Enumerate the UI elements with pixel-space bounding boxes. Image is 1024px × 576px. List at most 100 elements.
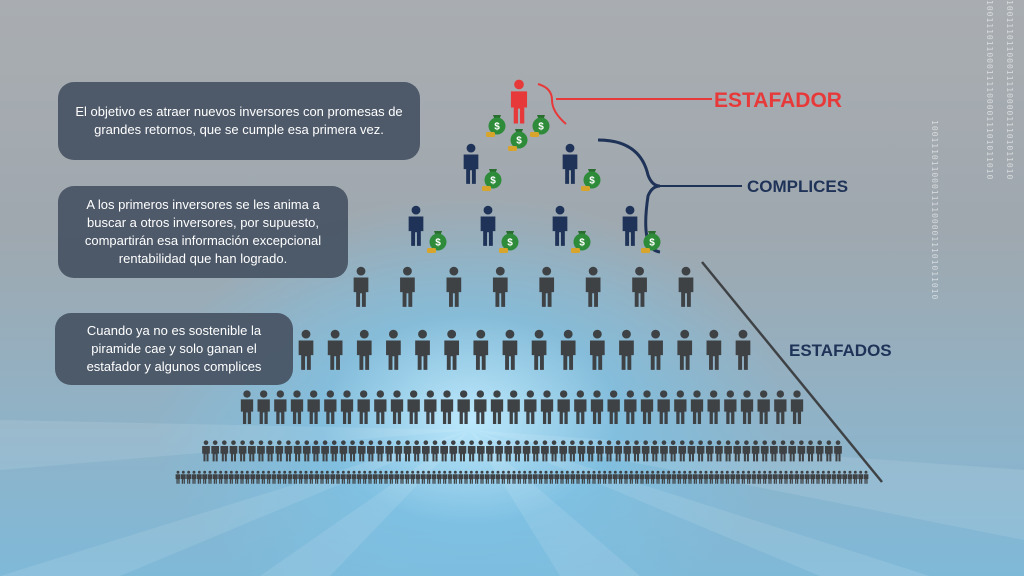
person-icon xyxy=(385,440,394,462)
person-icon xyxy=(548,470,554,484)
person-icon xyxy=(257,390,270,424)
person-icon xyxy=(290,390,304,424)
person-icon xyxy=(257,440,265,462)
person-icon xyxy=(585,266,601,307)
person-icon xyxy=(468,470,474,484)
person-icon xyxy=(554,470,560,484)
person-icon xyxy=(778,470,784,484)
person-icon xyxy=(580,470,586,484)
person-icon xyxy=(260,470,266,484)
person-icon xyxy=(378,470,384,484)
person-icon xyxy=(287,470,293,484)
scammer-label: ESTAFADOR xyxy=(714,89,842,112)
person-icon xyxy=(302,440,311,462)
person-icon xyxy=(648,329,663,370)
person-icon xyxy=(513,440,522,462)
person-icon xyxy=(560,329,576,370)
person-icon xyxy=(557,390,570,424)
person-icon xyxy=(559,440,568,462)
person-icon xyxy=(574,390,587,424)
person-icon xyxy=(559,470,565,484)
person-icon xyxy=(678,440,687,462)
person-icon xyxy=(234,470,240,484)
person-icon xyxy=(436,470,442,484)
person-icon xyxy=(677,329,693,370)
person-icon xyxy=(740,470,746,484)
person-icon xyxy=(660,440,668,462)
person-icon xyxy=(351,470,357,484)
scammer-bracket xyxy=(537,83,567,125)
person-icon xyxy=(657,390,670,424)
person-icon xyxy=(452,470,458,484)
person-icon xyxy=(255,470,261,484)
person-icon xyxy=(223,470,229,484)
person-icon xyxy=(586,470,592,484)
person-icon xyxy=(353,266,369,307)
money-bag-icon: $ xyxy=(530,115,550,137)
person-icon xyxy=(707,390,720,424)
person-icon xyxy=(327,329,343,370)
person-icon xyxy=(790,390,804,424)
person-icon xyxy=(293,440,302,462)
binary-column: 1001110110001111000011101011010 xyxy=(1005,0,1014,181)
person-icon xyxy=(692,470,698,484)
person-icon xyxy=(650,470,656,484)
person-icon xyxy=(669,440,677,462)
person-icon xyxy=(516,470,522,484)
accomplices-label: COMPLICES xyxy=(747,177,848,196)
person-icon xyxy=(618,470,624,484)
person-icon xyxy=(834,440,842,462)
person-icon xyxy=(788,440,797,462)
money-bag-icon: $ xyxy=(486,115,506,137)
person-icon xyxy=(404,470,410,484)
person-icon xyxy=(735,329,751,370)
person-icon xyxy=(619,329,634,370)
person-icon xyxy=(540,390,554,424)
person-icon xyxy=(362,470,368,484)
person-icon xyxy=(480,205,496,246)
person-icon xyxy=(531,440,540,462)
person-icon xyxy=(696,440,705,462)
person-icon xyxy=(858,470,864,484)
person-icon xyxy=(408,205,424,246)
person-icon xyxy=(719,470,725,484)
svg-text:$: $ xyxy=(494,122,500,133)
person-icon xyxy=(810,470,816,484)
person-icon xyxy=(367,440,375,462)
person-icon xyxy=(458,440,467,462)
money-bag-icon: $ xyxy=(581,169,601,191)
binary-column: 1001110110001111000011101011010 xyxy=(930,120,939,301)
person-icon xyxy=(586,440,595,462)
person-icon xyxy=(756,470,762,484)
person-icon xyxy=(522,440,531,462)
person-icon xyxy=(276,470,282,484)
person-icon xyxy=(274,390,287,424)
person-icon xyxy=(202,470,208,484)
money-bag-icon: $ xyxy=(508,129,528,151)
person-icon xyxy=(186,470,192,484)
person-icon xyxy=(742,440,751,462)
person-icon xyxy=(314,470,320,484)
person-icon xyxy=(458,470,464,484)
person-icon xyxy=(715,440,723,462)
person-icon xyxy=(660,470,666,484)
person-icon xyxy=(356,329,372,370)
person-icon xyxy=(386,329,401,370)
person-icon xyxy=(266,440,274,462)
person-icon xyxy=(426,470,432,484)
person-icon xyxy=(762,470,768,484)
person-icon xyxy=(507,390,520,424)
person-icon xyxy=(676,470,682,484)
person-icon xyxy=(815,440,824,462)
person-icon xyxy=(486,440,494,462)
person-icon xyxy=(852,470,858,484)
person-icon xyxy=(474,470,480,484)
person-icon xyxy=(421,440,430,462)
svg-text:$: $ xyxy=(435,238,441,249)
person-icon xyxy=(538,470,544,484)
person-icon xyxy=(474,390,487,424)
person-icon xyxy=(666,470,672,484)
person-icon xyxy=(335,470,341,484)
person-icon xyxy=(420,470,426,484)
